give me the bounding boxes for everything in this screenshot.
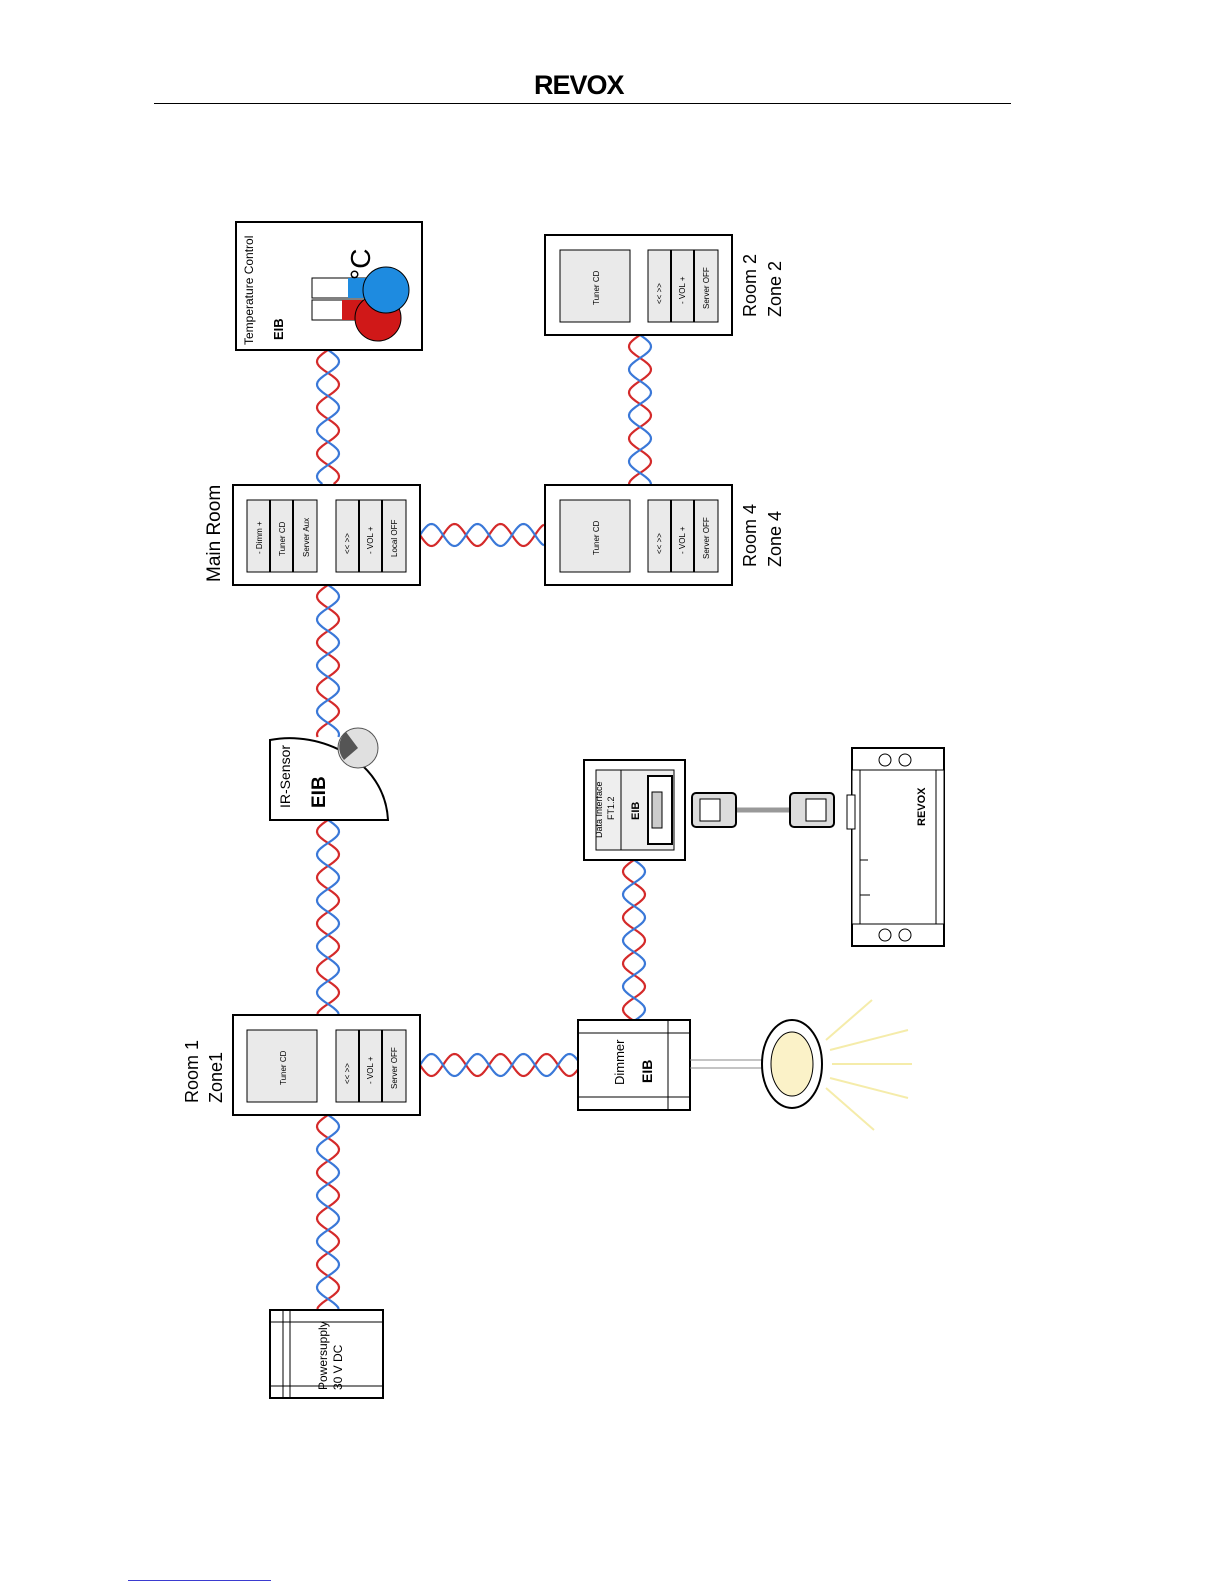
twisted-pair-cables [315,334,653,1310]
powersupply-line1: Powersupply [316,1321,330,1390]
cable-room4-room2 [627,334,653,486]
celsius-label: °C [345,249,376,280]
room4-button-server-off: Server OFF [702,517,711,559]
powersupply-line2: 30 V DC [331,1344,345,1390]
dimmer-module: Dimmer EIB [577,1019,691,1111]
cable-main-room4 [419,522,545,548]
dimmer-title: Dimmer [612,1039,627,1085]
power-supply-unit: Powersupply 30 V DC [269,1309,384,1399]
revox-device-brand: REVOX [916,787,928,826]
data-interface-module: Data Interface FT1.2 EIB [583,759,686,861]
room2-button-skip: << >> [655,283,664,304]
room2-button-tuner-cd: Tuner CD [592,270,601,305]
room1-room-label: Room 1 [182,1040,202,1103]
room1-zone-label: Zone1 [206,1052,226,1103]
room1-button-volume: - VOL + [366,1056,375,1084]
temperature-control-title: Temperature Control [242,236,256,345]
room1-button-skip: << >> [343,1063,352,1084]
room1-keypad: Tuner CD << >> - VOL + Server OFF Room 1… [182,1014,421,1116]
room4-keypad: Tuner CD << >> - VOL + Server OFF Room 4… [544,484,785,586]
brand-logo: REVOX [534,70,625,100]
revox-rs232-unit: REVOX [846,747,945,947]
main-button-volume: - VOL + [366,526,375,554]
cable-room1-dimmer [419,1052,579,1078]
temperature-control-unit: Temperature Control EIB °C [235,221,423,351]
ir-sensor-title: IR-Sensor [277,745,293,808]
room2-button-server-off: Server OFF [702,267,711,309]
main-button-local-off: Local OFF [390,520,399,557]
room1-button-tuner-cd: Tuner CD [279,1050,288,1085]
room2-room-label: Room 2 [740,254,760,317]
room4-button-volume: - VOL + [678,526,687,554]
lamp-icon [690,999,912,1131]
cable-main-irsensor [315,584,341,738]
room4-button-tuner-cd: Tuner CD [592,520,601,555]
cable-irsensor-room1 [315,819,341,1015]
room2-zone-label: Zone 2 [765,261,785,317]
temperature-eib-label: EIB [271,318,286,340]
cable-room1-powersupply [315,1114,341,1310]
data-interface-title: Data Interface [594,781,604,838]
room1-button-server-off: Server OFF [390,1047,399,1089]
serial-cable [691,792,835,828]
main-button-skip: << >> [343,533,352,554]
main-button-dimm: - Dimm + [255,521,264,554]
ir-sensor: IR-Sensor EIB [269,727,390,821]
room4-button-skip: << >> [655,533,664,554]
dimmer-eib-label: EIB [639,1060,655,1083]
room2-button-volume: - VOL + [678,276,687,304]
main-button-server-aux: Server Aux [302,518,311,557]
main-room-keypad: - Dimm + Tuner CD Server Aux << >> - VOL… [204,484,421,586]
main-button-tuner-cd: Tuner CD [278,521,287,556]
data-interface-eib-label: EIB [630,802,642,820]
main-room-label: Main Room [204,485,225,582]
cable-temperature-main [315,349,341,485]
room2-keypad: Tuner CD << >> - VOL + Server OFF Room 2… [544,234,785,336]
header-rule [154,103,1011,104]
room4-zone-label: Zone 4 [765,511,785,567]
cable-dimmer-datainterface [621,859,647,1021]
data-interface-subtitle: FT1.2 [606,796,616,820]
thermometer-icon [311,266,410,342]
room4-room-label: Room 4 [740,504,760,567]
page-header: REVOX [0,0,1225,110]
footer-rule [128,1580,271,1581]
ir-sensor-eib-label: EIB [309,776,330,808]
